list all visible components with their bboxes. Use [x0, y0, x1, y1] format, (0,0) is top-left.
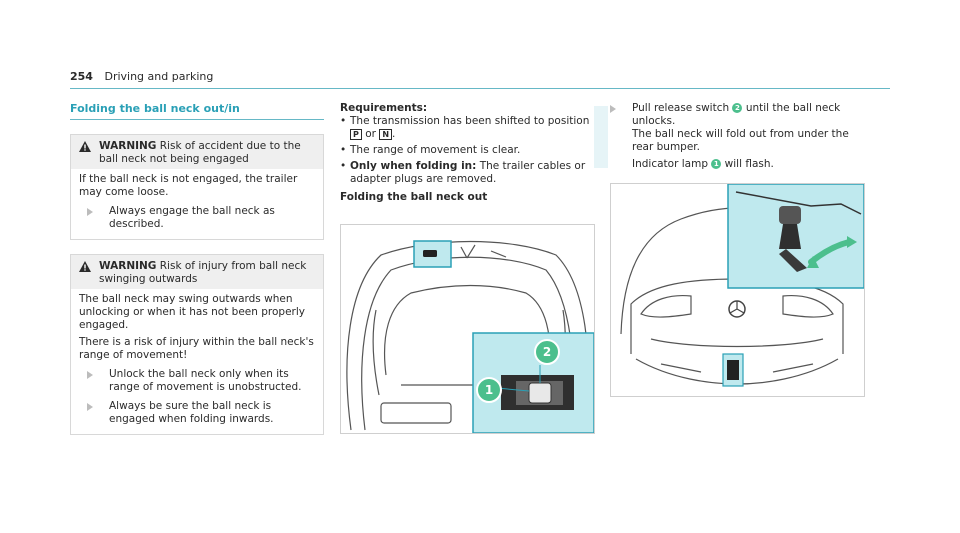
ball-neck-rear-figure — [610, 183, 865, 397]
requirements-list: The transmission has been shifted to pos… — [340, 115, 590, 186]
middle-column: Requirements: The transmission has been … — [340, 102, 590, 204]
list-item: Only when folding in: The trailer cables… — [340, 160, 590, 186]
warning-box-injury: WARNING Risk of injury from ball neck sw… — [70, 254, 324, 435]
callout-1-inline: 1 — [711, 159, 722, 169]
gear-p-key: P — [350, 129, 362, 140]
left-column: Folding the ball neck out/in WARNING Ris… — [70, 102, 324, 435]
instruction-step: Unlock the ball neck only when its range… — [79, 368, 315, 394]
warning-box-accident: WARNING Risk of accident due to the ball… — [70, 134, 324, 240]
warning-body: The ball neck may swing outwards when un… — [79, 293, 305, 331]
instruction-side-bar — [594, 106, 608, 168]
trunk-release-switch-figure: 2 1 — [340, 224, 595, 434]
warning-triangle-icon — [79, 261, 91, 272]
warning-header: WARNING Risk of accident due to the ball… — [71, 135, 323, 169]
car-rear-illustration — [620, 184, 864, 387]
header-divider — [70, 88, 890, 89]
instruction-note: The ball neck will fold out from under t… — [632, 128, 849, 153]
right-column: Pull release switch 2 until the ball nec… — [610, 102, 850, 171]
step-text: Unlock the ball neck only when its range… — [109, 368, 302, 393]
warning-body: There is a risk of injury within the bal… — [79, 336, 314, 361]
warning-body: If the ball neck is not engaged, the tra… — [79, 173, 298, 198]
step-text: Always be sure the ball neck is engaged … — [109, 400, 274, 425]
step-arrow-icon — [610, 105, 622, 113]
page-number: 254 — [70, 70, 93, 83]
step-arrow-icon — [87, 371, 99, 379]
callout-1-badge: 1 — [476, 377, 502, 403]
list-item: The range of movement is clear. — [340, 144, 590, 157]
instruction-step: Pull release switch 2 until the ball nec… — [610, 102, 850, 171]
warning-triangle-icon — [79, 141, 91, 152]
trunk-illustration — [346, 240, 594, 433]
requirements-title: Requirements: — [340, 102, 428, 114]
instruction-step: Always engage the ball neck as described… — [79, 205, 315, 231]
callout-2-badge: 2 — [534, 339, 560, 365]
warning-text: Risk of accident due to the ball neck no… — [99, 140, 301, 165]
warning-label: WARNING — [99, 140, 157, 152]
gear-n-key: N — [379, 129, 393, 140]
section-title: Folding the ball neck out/in — [70, 102, 240, 115]
warning-text: Risk of injury from ball neck swinging o… — [99, 260, 307, 285]
section-title-rule — [70, 119, 324, 120]
warning-label: WARNING — [99, 260, 157, 272]
step-arrow-icon — [87, 208, 99, 216]
list-item: The transmission has been shifted to pos… — [340, 115, 590, 141]
warning-header: WARNING Risk of injury from ball neck sw… — [71, 255, 323, 289]
instruction-note: Indicator lamp 1 will flash. — [632, 158, 774, 170]
callout-2-inline: 2 — [732, 103, 743, 113]
step-text: Always engage the ball neck as described… — [109, 205, 275, 230]
step-arrow-icon — [87, 403, 99, 411]
page-header: 254 Driving and parking — [70, 70, 213, 83]
chapter-title: Driving and parking — [104, 70, 214, 83]
fold-out-title: Folding the ball neck out — [340, 191, 488, 203]
instruction-step: Always be sure the ball neck is engaged … — [79, 400, 315, 426]
